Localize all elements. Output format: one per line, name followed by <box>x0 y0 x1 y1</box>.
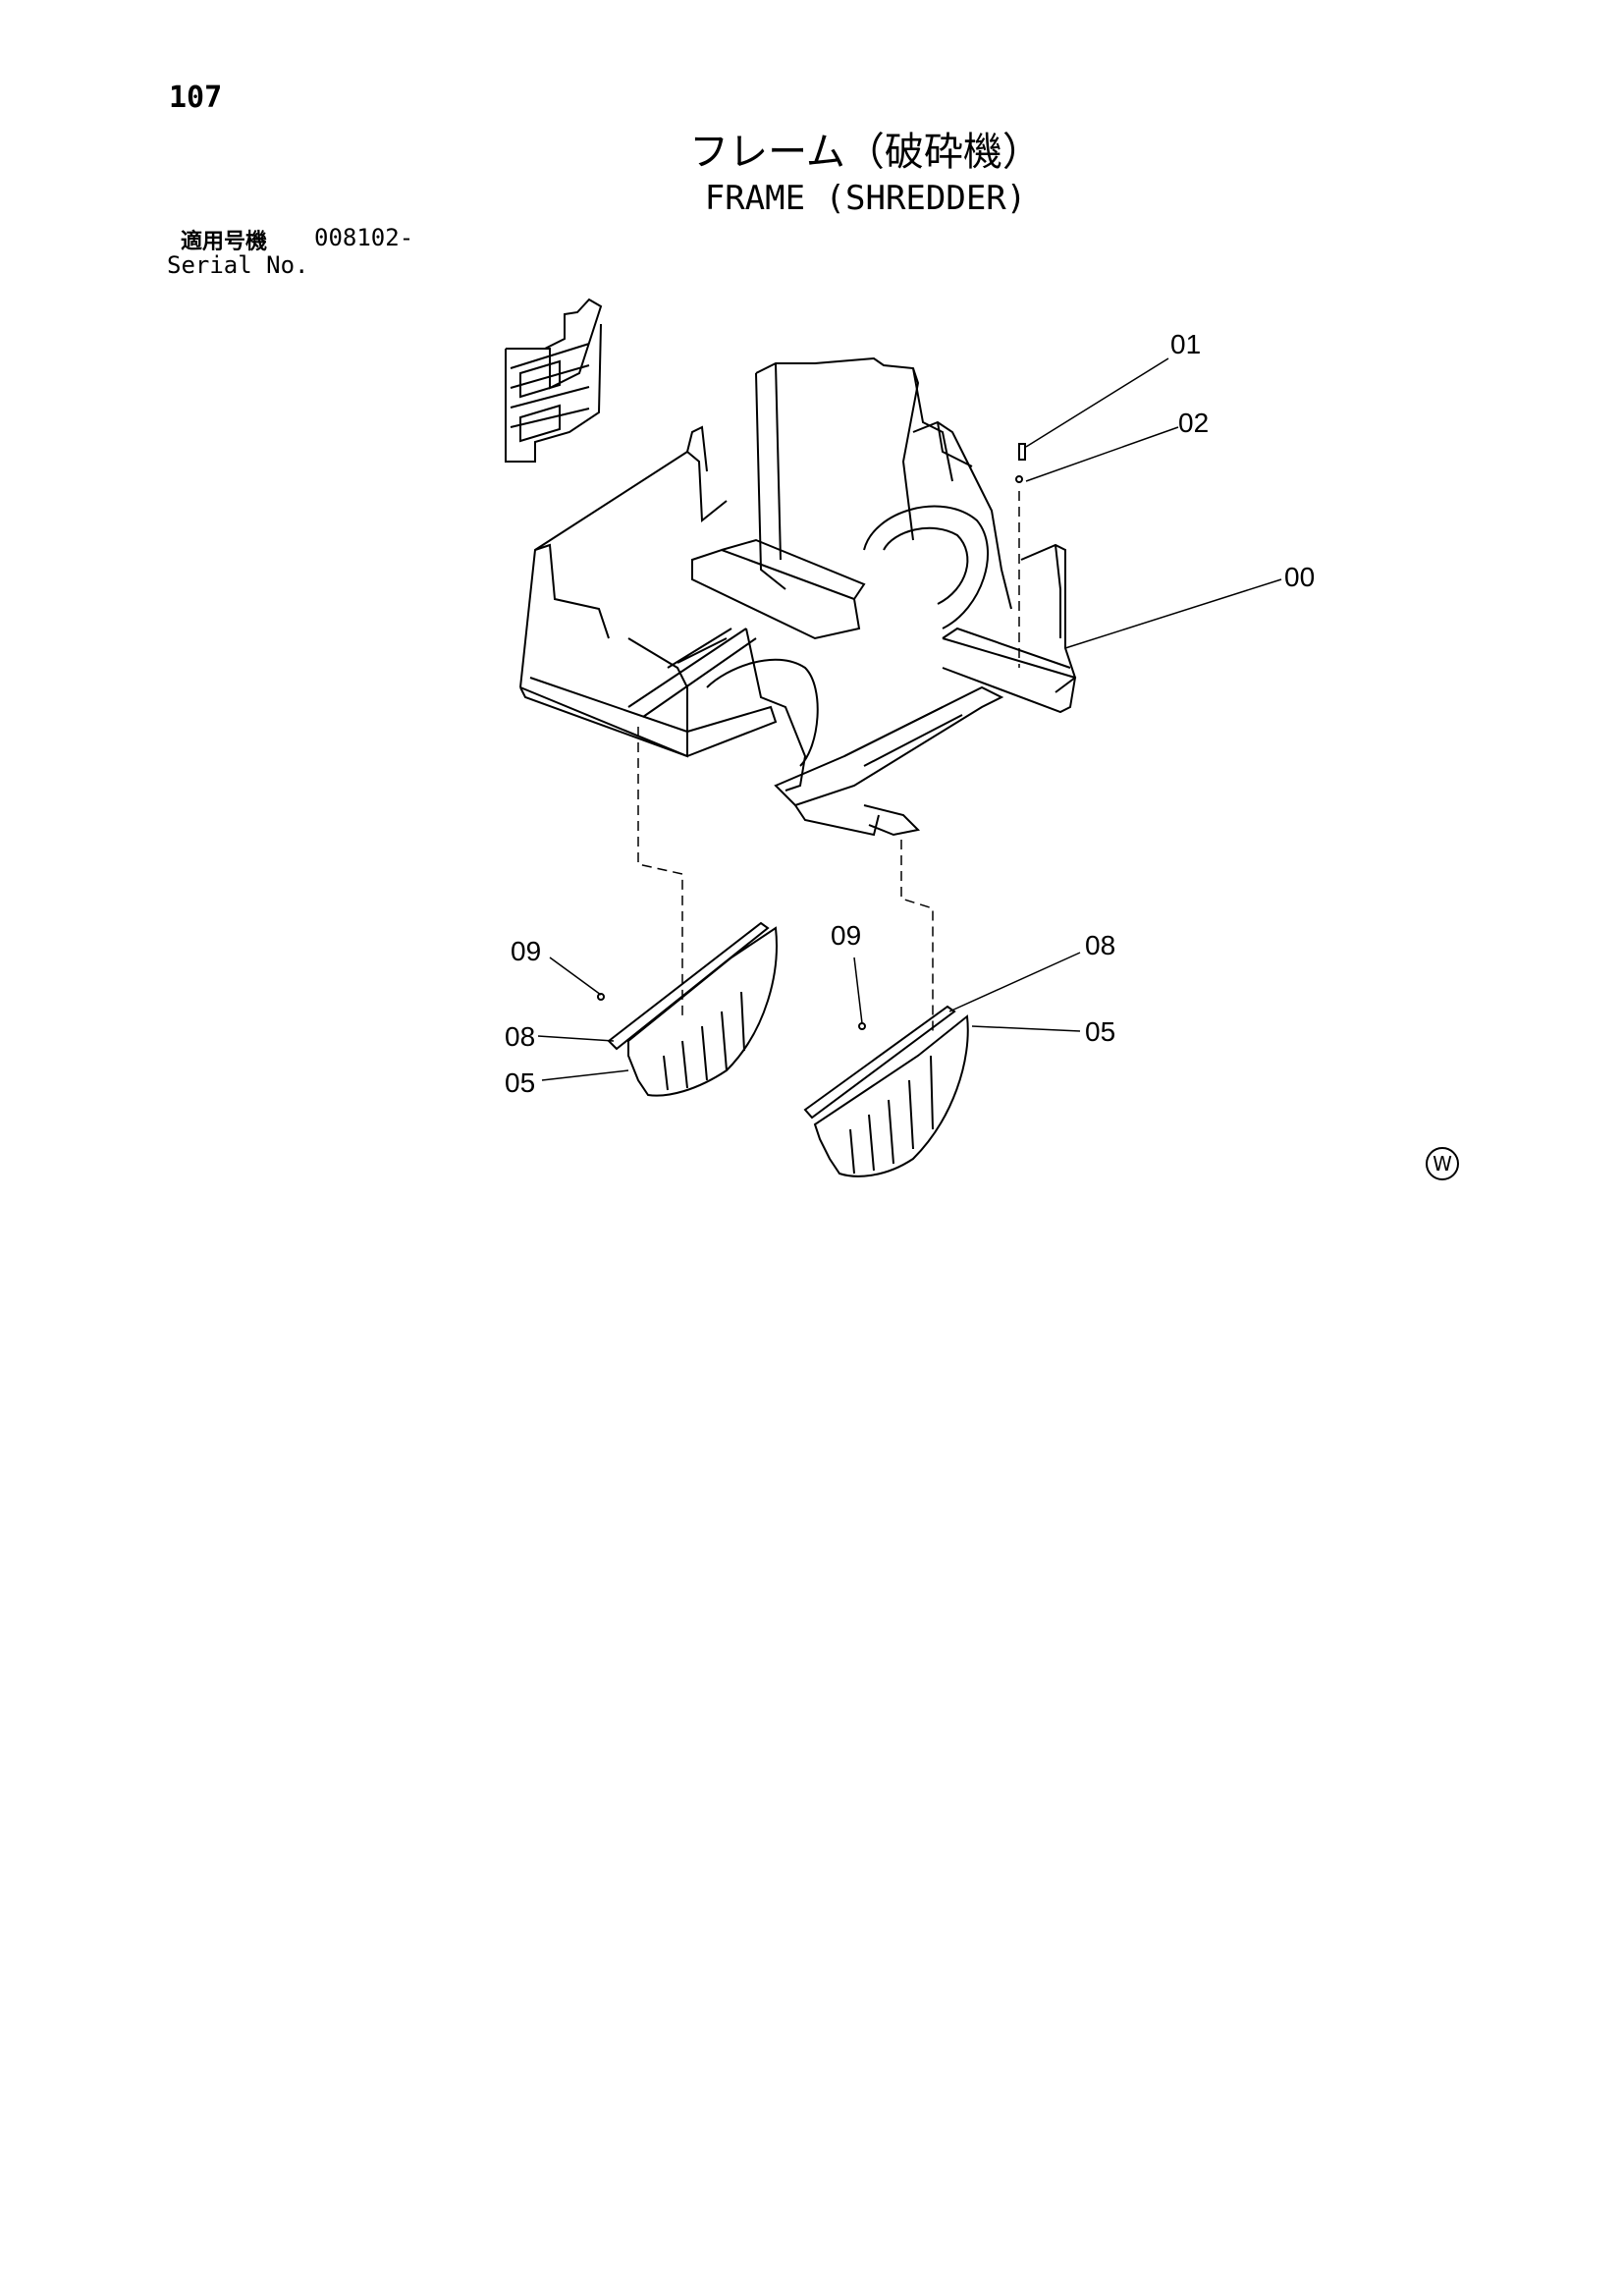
lower-cover-left <box>607 921 778 1097</box>
serial-label-english: Serial No. <box>167 251 309 279</box>
title-block: フレーム（破砕機） FRAME (SHREDDER) <box>0 128 1623 220</box>
title-japanese: フレーム（破砕機） <box>689 130 1042 175</box>
callout-01: 01 <box>1170 329 1201 359</box>
washer-part-02 <box>1015 475 1023 483</box>
callout-02: 02 <box>1178 408 1209 438</box>
serial-value: 008102- <box>314 224 414 251</box>
callout-05-left: 05 <box>505 1067 535 1098</box>
callout-08-right: 08 <box>1085 930 1115 960</box>
page-number: 107 <box>169 81 223 115</box>
title-english: FRAME (SHREDDER) <box>704 179 1027 218</box>
callout-09-right: 09 <box>831 920 861 951</box>
lower-cover-right <box>803 1005 969 1177</box>
callout-09-left: 09 <box>511 936 541 966</box>
assembly-dash-lines <box>637 491 1020 1031</box>
screw-part-09-left <box>597 993 605 1001</box>
screw-part-09-right <box>858 1022 866 1030</box>
bolt-part-01 <box>1018 443 1026 461</box>
orientation-icon <box>505 298 603 463</box>
w-mark-icon: W <box>1426 1147 1459 1180</box>
main-frame-outline <box>519 356 1077 837</box>
callout-leaders <box>537 357 1282 1081</box>
callout-00: 00 <box>1284 562 1315 592</box>
callout-08-left: 08 <box>505 1021 535 1052</box>
callout-05-right: 05 <box>1085 1016 1115 1047</box>
serial-label-japanese: 適用号機 <box>181 230 268 254</box>
